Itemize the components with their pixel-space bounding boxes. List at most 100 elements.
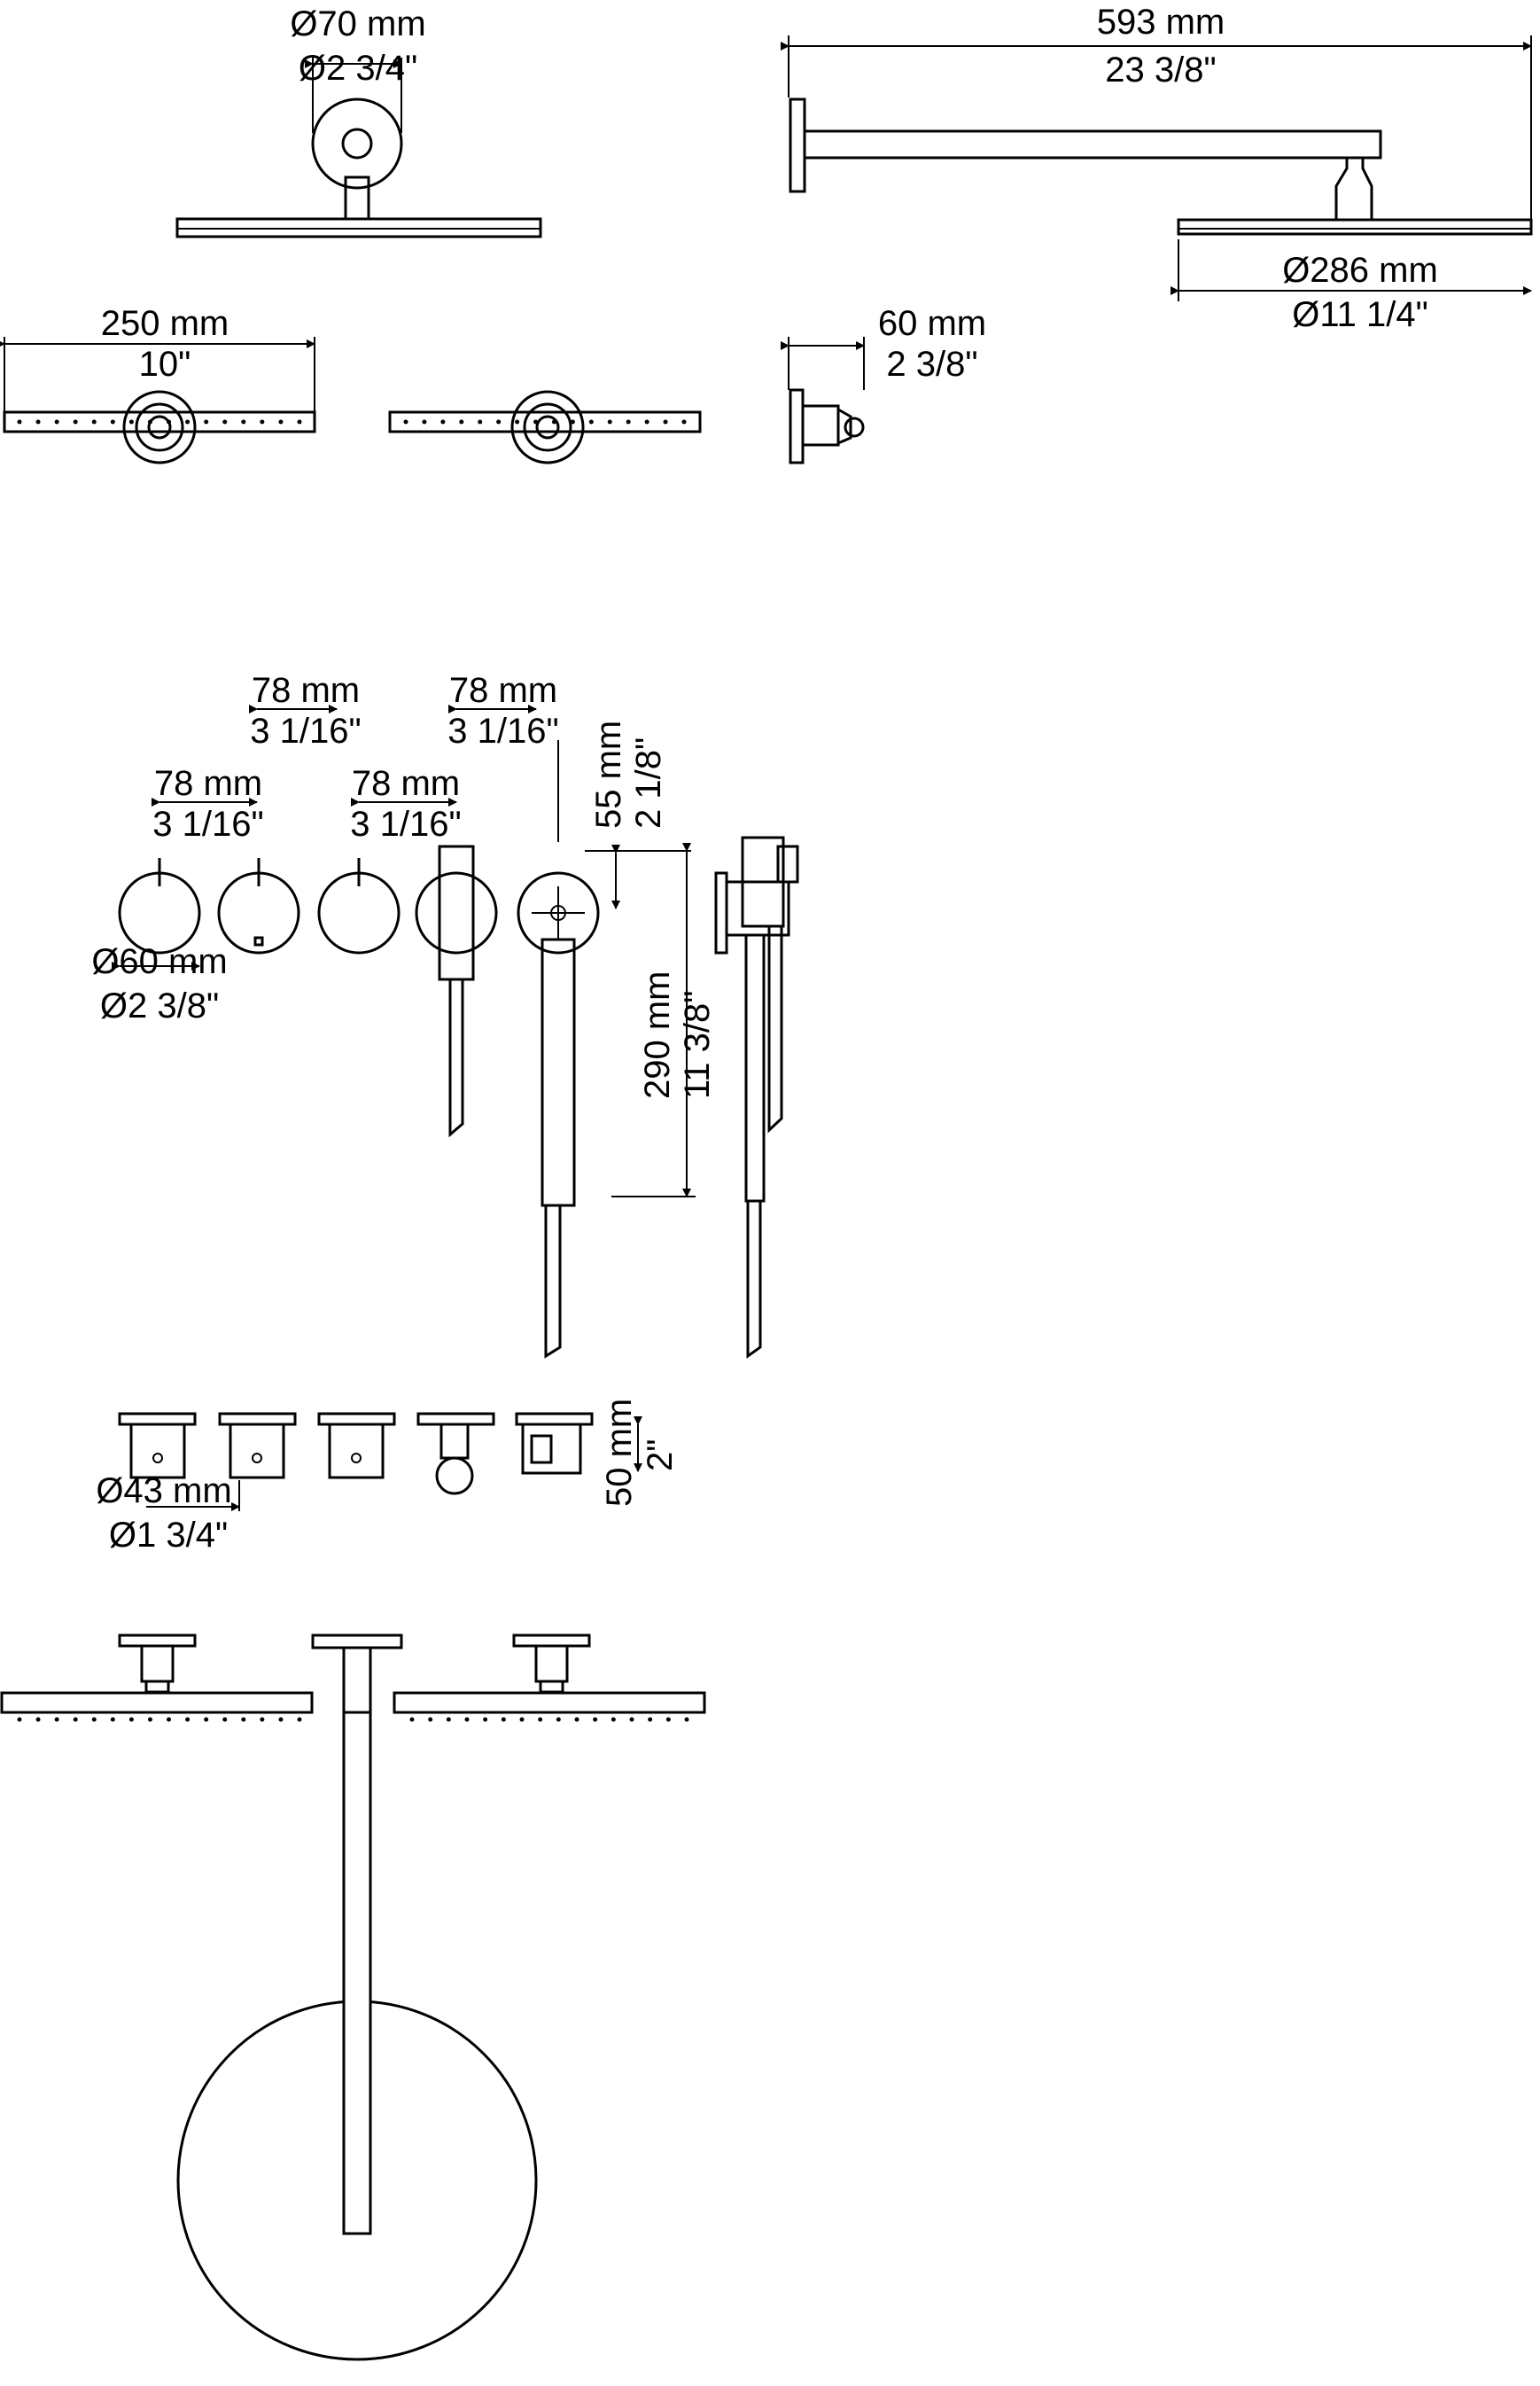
spacing-c-mm: 78 mm: [154, 764, 262, 803]
nozzle-dot: [626, 419, 631, 425]
nozzle-dot: [278, 419, 284, 425]
spacing-a-in: 3 1/16": [250, 712, 361, 751]
spacing-dimension-lines: [152, 705, 537, 807]
head-width-mm: 250 mm: [101, 304, 229, 343]
ceiling-shower-left: [0, 1634, 314, 1714]
shower-head-front-view: [175, 58, 542, 238]
nozzle-dot: [478, 419, 483, 425]
nozzle-dot: [297, 1717, 302, 1722]
head-dia-in: Ø11 1/4": [1292, 295, 1428, 334]
nozzle-dot: [73, 1717, 78, 1722]
hand-shower-holder-1: [415, 845, 498, 1138]
valve-dia-in: Ø1 3/4": [109, 1516, 228, 1555]
head-dia-mm: Ø286 mm: [1282, 251, 1438, 290]
nozzle-dot: [409, 1717, 415, 1722]
hand-shower-side: [714, 836, 799, 1359]
nozzle-dot: [167, 419, 172, 425]
nozzle-dot: [128, 419, 134, 425]
nozzle-dot: [483, 1717, 488, 1722]
nozzle-dot: [570, 419, 575, 425]
nozzle-dot: [644, 419, 649, 425]
handle-dia-in: Ø2 3/8": [100, 986, 219, 1025]
shower-arm-side-view: [781, 35, 1533, 301]
nozzle-dot: [681, 419, 687, 425]
nozzle-dot: [222, 1717, 228, 1722]
nozzle-dot: [519, 1717, 525, 1722]
nozzle-dot: [73, 419, 78, 425]
arm-length-in: 23 3/8": [1105, 51, 1216, 90]
nozzle-dot: [91, 1717, 97, 1722]
head-side-view: [781, 337, 865, 464]
nozzle-dot: [538, 1717, 543, 1722]
arm-length-mm: 593 mm: [1097, 3, 1225, 42]
nozzle-dot: [91, 419, 97, 425]
nozzle-dot: [428, 1717, 433, 1722]
nozzle-dot: [128, 1717, 134, 1722]
hand-shower-front: [517, 871, 600, 1359]
spacing-b-in: 3 1/16": [447, 712, 558, 751]
spacing-c-in: 3 1/16": [152, 805, 263, 844]
nozzle-dot: [54, 1717, 59, 1722]
nozzle-dot: [35, 1717, 41, 1722]
bar-shower-head-left: [0, 337, 316, 464]
handle-2: [217, 858, 300, 955]
nozzle-dot: [278, 1717, 284, 1722]
nozzle-dot: [663, 419, 668, 425]
nozzle-dot: [204, 1717, 209, 1722]
head-thick-in: 2 3/8": [886, 345, 977, 384]
nozzle-dot: [297, 419, 302, 425]
nozzle-dot: [241, 419, 246, 425]
handle-1: [112, 858, 201, 971]
nozzle-dot: [551, 419, 556, 425]
nozzle-dot: [422, 419, 427, 425]
bar-shower-head-right: [388, 390, 702, 464]
nozzle-dot: [147, 419, 152, 425]
spacing-d-mm: 78 mm: [352, 764, 460, 803]
head-flange-dia-in: Ø2 3/4": [299, 49, 417, 88]
nozzle-dot: [185, 1717, 191, 1722]
nozzle-dot: [446, 1717, 451, 1722]
nozzle-dot: [17, 1717, 22, 1722]
round-shower-head-top: [176, 1711, 538, 2361]
valve-dia-mm: Ø43 mm: [96, 1471, 231, 1510]
valve-bodies: [118, 1412, 642, 1511]
nozzle-dot: [593, 1717, 598, 1722]
nozzle-dot: [222, 419, 228, 425]
head-width-in: 10": [139, 345, 191, 384]
nozzle-dot: [648, 1717, 653, 1722]
ceiling-shower-right: [393, 1634, 706, 1714]
hand-shower-len-in: 11 3/8": [678, 991, 717, 1099]
nozzle-dot: [54, 419, 59, 425]
nozzle-dot: [574, 1717, 579, 1722]
nozzle-dot: [588, 419, 594, 425]
nozzle-dot: [260, 419, 265, 425]
valve-depth-in: 2": [641, 1439, 680, 1471]
nozzle-dot: [665, 1717, 671, 1722]
nozzle-dots: [17, 419, 689, 1722]
nozzle-dot: [147, 1717, 152, 1722]
valve-depth-mm: 50 mm: [600, 1399, 639, 1507]
nozzle-dot: [533, 419, 539, 425]
nozzle-dot: [185, 419, 191, 425]
nozzle-dot: [629, 1717, 634, 1722]
nozzle-dot: [35, 419, 41, 425]
nozzle-dot: [241, 1717, 246, 1722]
nozzle-dot: [403, 419, 408, 425]
nozzle-dot: [110, 1717, 115, 1722]
spacing-d-in: 3 1/16": [350, 805, 461, 844]
nozzle-dot: [607, 419, 612, 425]
head-thick-mm: 60 mm: [878, 304, 986, 343]
nozzle-dot: [464, 1717, 470, 1722]
nozzle-dot: [684, 1717, 689, 1722]
nozzle-dot: [204, 419, 209, 425]
nozzle-dot: [496, 419, 502, 425]
nozzle-dot: [440, 419, 446, 425]
hand-shower-len-mm: 290 mm: [638, 971, 677, 1100]
nozzle-dot: [556, 1717, 561, 1722]
handle-3: [317, 858, 401, 955]
nozzle-dot: [501, 1717, 506, 1722]
hand-shower-dimension-lines: [557, 740, 696, 1197]
spacing-a-mm: 78 mm: [252, 671, 360, 710]
nozzle-dot: [515, 419, 520, 425]
